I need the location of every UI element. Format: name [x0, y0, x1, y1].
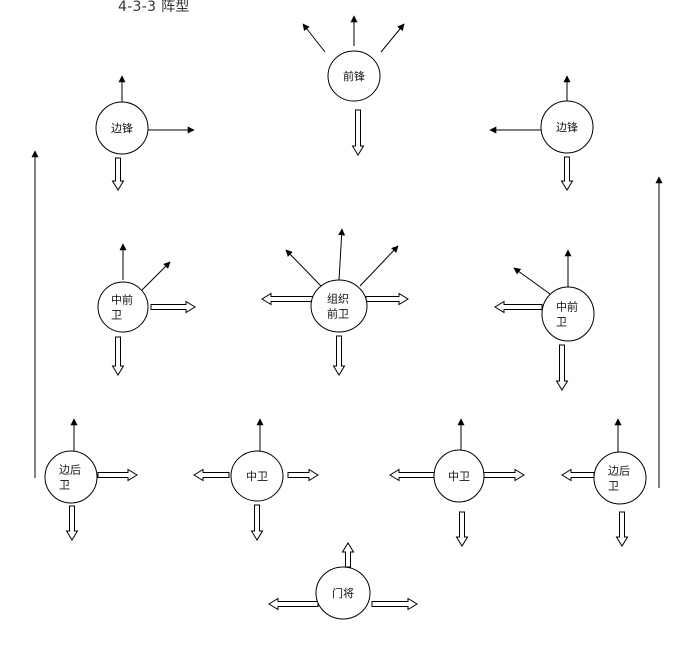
block-arrow-4 [150, 300, 196, 314]
player-circle [44, 450, 98, 504]
player-node-lw: 边锋 [95, 101, 149, 155]
player-node-rb: 边后卫 [593, 451, 647, 505]
player-node-lcm: 中前卫 [97, 281, 149, 333]
player-node-lb: 边后卫 [44, 450, 98, 504]
block-arrow-21 [341, 542, 355, 568]
movement-arrow-3 [380, 23, 405, 53]
movement-arrow-12 [359, 245, 399, 287]
player-circle [310, 279, 368, 333]
player-label: 门将 [332, 586, 354, 600]
block-arrow-13 [193, 468, 230, 482]
player-label: 前卫 [327, 307, 349, 321]
player-label: 中卫 [448, 470, 470, 483]
movement-arrow-9 [140, 261, 171, 292]
block-arrow-15 [250, 504, 264, 541]
player-label: 边后 [59, 464, 81, 477]
block-arrow-6 [261, 292, 314, 306]
player-circle [97, 281, 149, 333]
player-node-cf: 前锋 [327, 50, 381, 102]
diagram-title: 4-3-3 阵型 [118, 0, 190, 15]
block-arrow-11 [97, 468, 138, 482]
player-node-rw: 边锋 [540, 100, 594, 154]
block-arrow-2 [111, 157, 125, 191]
block-arrow-3 [560, 156, 574, 191]
player-circle [593, 451, 647, 505]
player-circle [540, 100, 594, 154]
player-label: 卫 [59, 479, 70, 492]
player-label: 边锋 [111, 122, 133, 135]
block-arrow-16 [389, 468, 435, 482]
block-arrow-20 [615, 511, 629, 547]
movement-arrow-14 [513, 267, 551, 295]
block-arrow-7 [365, 292, 409, 306]
player-circle [541, 286, 595, 342]
block-arrow-22 [268, 597, 319, 611]
player-node-rcm: 中前卫 [541, 286, 595, 342]
player-circle [433, 449, 485, 503]
movement-arrow-11 [285, 249, 322, 287]
player-circle [95, 101, 149, 155]
player-label: 中前 [111, 293, 133, 307]
block-arrow-18 [455, 511, 469, 547]
player-label: 边锋 [556, 121, 578, 134]
player-label: 组织 [327, 292, 349, 306]
block-arrow-17 [483, 468, 525, 482]
block-arrow-10 [555, 344, 569, 391]
block-arrow-19 [561, 468, 595, 482]
player-circle [327, 50, 381, 102]
player-node-lcb: 中卫 [230, 450, 284, 502]
player-label: 卫 [608, 480, 619, 493]
player-label: 中卫 [246, 470, 268, 483]
movement-arrow-10 [338, 228, 346, 281]
block-arrow-23 [371, 597, 418, 611]
block-arrow-14 [287, 468, 319, 482]
block-arrow-5 [111, 336, 125, 376]
player-label: 卫 [556, 316, 567, 329]
movement-arrow-1 [302, 23, 326, 53]
player-label: 卫 [111, 309, 122, 322]
player-label: 边后 [608, 465, 630, 478]
player-circle [230, 450, 284, 502]
block-arrow-9 [494, 300, 543, 314]
player-node-rcb: 中卫 [433, 449, 485, 503]
block-arrow-1 [351, 109, 365, 156]
player-circle [315, 566, 371, 620]
block-arrow-12 [65, 505, 79, 541]
block-arrow-8 [332, 335, 346, 376]
player-label: 前锋 [343, 69, 365, 83]
player-label: 中前 [556, 300, 578, 314]
player-node-gk: 门将 [315, 566, 371, 620]
